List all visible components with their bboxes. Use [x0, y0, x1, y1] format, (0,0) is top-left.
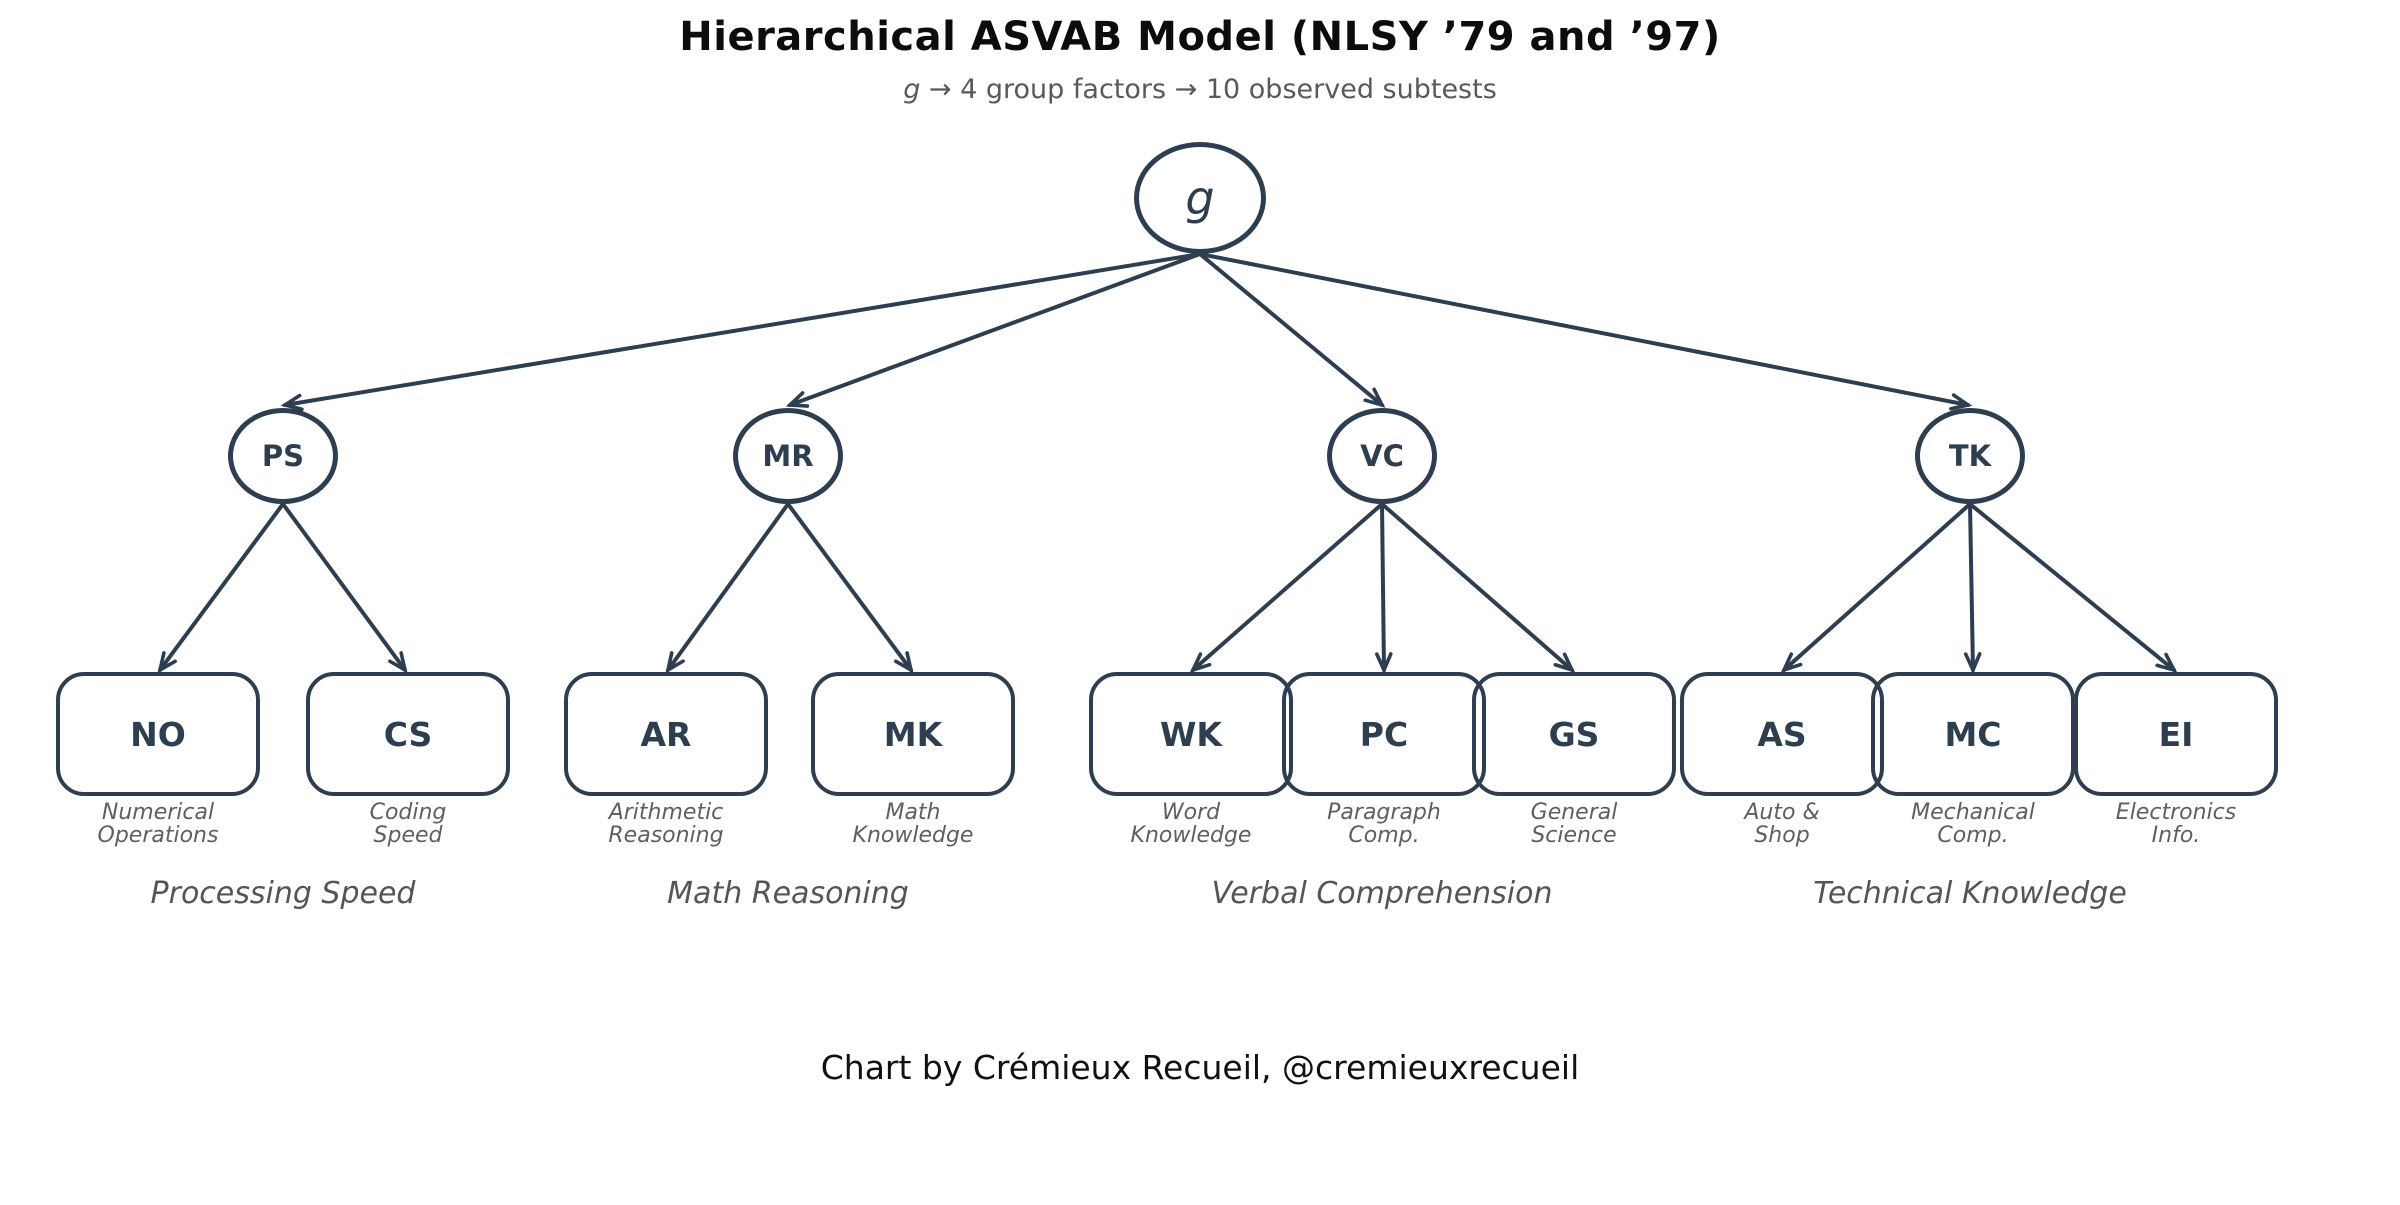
groupname-technical-knowledge: Technical Knowledge: [1813, 876, 2127, 911]
groupname-verbal-comprehension: Verbal Comprehension: [1211, 876, 1553, 911]
edge-vc-wk: [1189, 502, 1384, 673]
edge-mr-ar: [665, 502, 790, 674]
edge-g-mr: [785, 252, 1202, 408]
page-title: Hierarchical ASVAB Model (NLSY ’79 and ’…: [679, 14, 1721, 60]
node-group-mr: MR: [733, 408, 843, 504]
edge-ps-cs: [281, 502, 408, 674]
edge-mr-mk: [786, 502, 914, 674]
edge-tk-as: [1780, 502, 1972, 673]
node-subtest-ei: EI: [2074, 672, 2278, 796]
edge-g-vc: [1198, 252, 1386, 408]
edge-g-ps: [280, 252, 1202, 412]
node-subtest-gs: GS: [1472, 672, 1676, 796]
node-group-vc: VC: [1327, 408, 1437, 504]
sublabel-as: Auto &Shop: [1744, 800, 1820, 848]
node-group-ps: PS: [228, 408, 338, 504]
node-subtest-ar: AR: [564, 672, 768, 796]
edge-vc-pc: [1375, 502, 1393, 675]
node-subtest-pc: PC: [1282, 672, 1486, 796]
node-subtest-cs: CS: [306, 672, 510, 796]
node-subtest-as: AS: [1680, 672, 1884, 796]
edge-vc-gs: [1380, 502, 1576, 673]
edge-tk-ei: [1968, 502, 2178, 673]
edge-tk-mc: [1963, 502, 1982, 675]
node-group-tk: TK: [1915, 408, 2025, 504]
edge-g-tk: [1198, 252, 1973, 411]
attribution-text: Chart by Crémieux Recueil, @cremieuxrecu…: [820, 1048, 1580, 1087]
subtitle-rest: → 4 group factors → 10 observed subtests: [920, 74, 1497, 105]
page-subtitle: g → 4 group factors → 10 observed subtes…: [0, 74, 2400, 105]
subtitle-g: g: [903, 74, 921, 105]
node-subtest-no: NO: [56, 672, 260, 796]
node-g-factor: g: [1134, 142, 1266, 254]
node-subtest-mk: MK: [811, 672, 1015, 796]
node-subtest-mc: MC: [1871, 672, 2075, 796]
groupname-math-reasoning: Math Reasoning: [667, 876, 909, 911]
groupname-processing-speed: Processing Speed: [150, 876, 416, 911]
node-subtest-wk: WK: [1089, 672, 1293, 796]
edge-ps-no: [157, 502, 285, 674]
